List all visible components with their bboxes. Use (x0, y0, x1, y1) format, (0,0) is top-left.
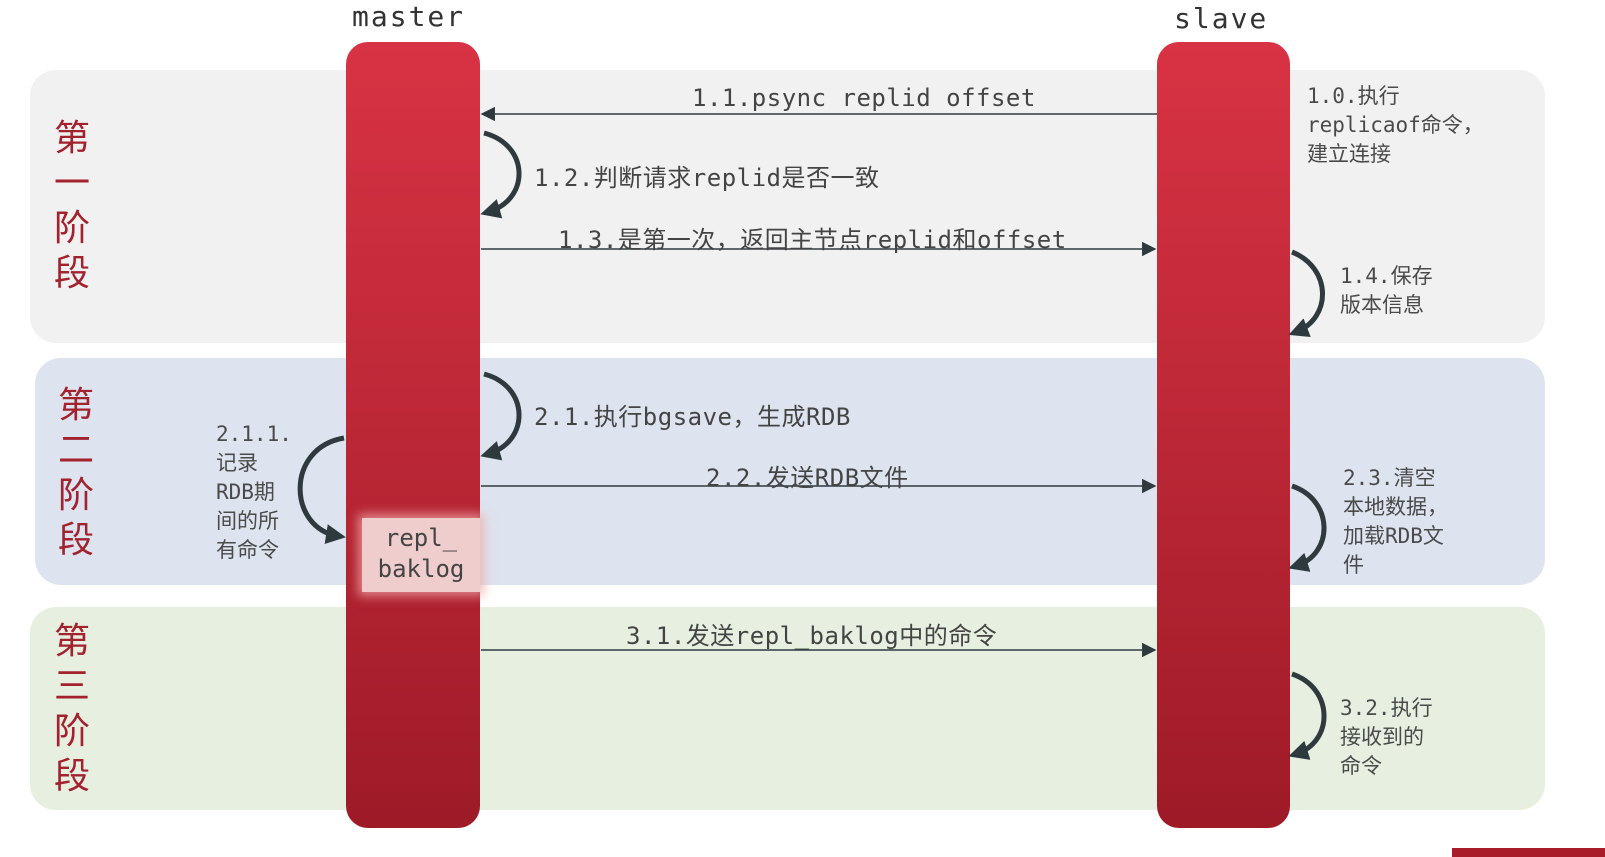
phase-3-char: 阶 (53, 711, 90, 752)
self-arrow-2-3 (1288, 483, 1327, 572)
message-1-3: 1.3.是第一次，返回主节点replid和offset (558, 226, 1067, 254)
phase-1-label: 第 一 阶 段 (52, 116, 92, 296)
note-2-1-1: 2.1.1. 记录 RDB期 间的所 有命令 (216, 422, 292, 562)
corner-decoration (1452, 848, 1605, 857)
message-2-1: 2.1.执行bgsave，生成RDB (534, 403, 851, 431)
message-2-2: 2.2.发送RDB文件 (706, 464, 909, 492)
phase-3-char: 第 (53, 621, 90, 662)
note-1-0: 1.0.执行 replicaof命令， 建立连接 (1307, 84, 1484, 166)
phase-2-char: 阶 (57, 475, 94, 516)
phase-3-char: 三 (53, 666, 90, 707)
phase-3-label: 第 三 阶 段 (52, 619, 92, 799)
phase-2-char: 二 (57, 430, 94, 471)
phase-3-background (30, 607, 1545, 810)
slave-label: slave (1174, 2, 1269, 35)
message-1-1: 1.1.psync replid offset (692, 84, 1036, 112)
message-3-1: 3.1.发送repl_baklog中的命令 (626, 622, 998, 650)
note-2-3: 2.3.清空 本地数据， 加载RDB文 件 (1343, 466, 1448, 577)
phase-2-background (35, 358, 1545, 585)
phase-1-char: 段 (53, 253, 90, 294)
phase-2-char: 段 (57, 520, 94, 561)
phase-2-label: 第 二 阶 段 (56, 383, 96, 563)
repl-baklog-label: repl_ baklog (377, 524, 465, 583)
slave-lifeline (1157, 42, 1290, 828)
self-arrow-3-2 (1288, 671, 1327, 760)
self-arrow-2-1-1 (297, 435, 346, 544)
phase-1-char: 第 (53, 118, 90, 159)
message-1-2: 1.2.判断请求replid是否一致 (534, 164, 880, 192)
self-arrow-1-2 (480, 130, 522, 219)
phase-1-background (30, 70, 1545, 343)
master-label: master (352, 0, 466, 33)
note-3-2: 3.2.执行 接收到的 命令 (1340, 696, 1433, 778)
note-1-4: 1.4.保存 版本信息 (1340, 264, 1433, 317)
phase-3-char: 段 (53, 756, 90, 797)
self-arrow-2-1 (480, 371, 522, 461)
repl-baklog-buffer: repl_ baklog (362, 518, 480, 592)
phase-1-char: 阶 (53, 208, 90, 249)
self-arrow-1-4 (1288, 249, 1325, 337)
phase-2-char: 第 (57, 385, 94, 426)
phase-1-char: 一 (53, 163, 90, 204)
master-lifeline (346, 42, 480, 828)
